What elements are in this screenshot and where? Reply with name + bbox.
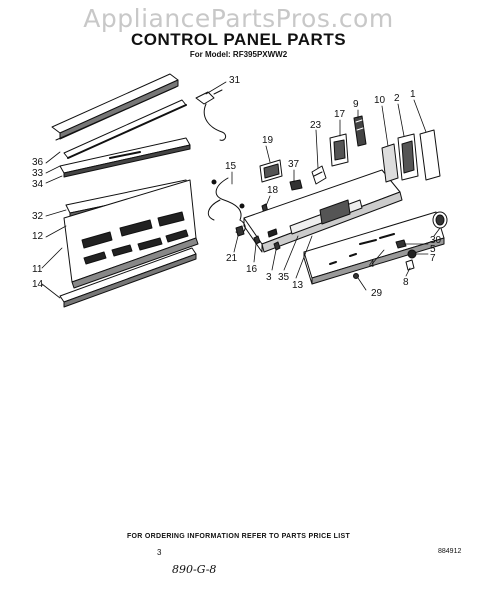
trim-strip-bottom [59,247,197,308]
callout-34: 34 [32,179,44,190]
knob-30 [432,211,448,229]
callout-8: 8 [403,277,409,288]
callout-19: 19 [262,135,274,146]
callout-4: 4 [369,259,375,270]
callout-18: 18 [267,185,279,196]
screw-29 [353,273,359,279]
wiring-15 [207,177,246,234]
callout-36: 36 [32,157,44,168]
ordering-note: FOR ORDERING INFORMATION REFER TO PARTS … [126,533,351,540]
trim-strips-top [51,73,191,178]
callout-21: 21 [226,253,238,264]
callout-37: 37 [288,159,300,170]
page-title: CONTROL PANEL PARTS [130,30,347,49]
timer-9 [353,115,367,147]
callout-3: 3 [266,272,272,283]
small-parts-5-7-8 [395,239,417,271]
control-console-housing [243,169,403,253]
callout-35: 35 [278,272,290,283]
callout-13: 13 [292,280,304,291]
model-line: For Model: RF395PXWW2 [189,50,288,59]
callout-29: 29 [371,288,383,299]
callout-14: 14 [32,279,44,290]
screws-21-16-3 [235,225,281,251]
callout-7: 7 [430,253,436,264]
callout-16: 16 [246,264,258,275]
switch-19 [259,159,283,183]
callout-5: 5 [430,244,436,255]
callout-31: 31 [229,75,241,86]
callout-2: 2 [394,93,400,104]
callout-33: 33 [32,168,44,179]
relay-17 [329,133,349,167]
callout-30: 30 [430,235,442,246]
callout-15: 15 [225,161,237,172]
front-control-panel [303,211,445,285]
back-plates [381,129,441,183]
document-code: 884912 [438,548,462,555]
callout-11: 11 [32,264,43,275]
callout-32: 32 [32,211,44,222]
wire-harness-31 [195,89,227,141]
watermark: AppliancePartsPros.com [83,4,394,33]
callout-23: 23 [310,120,322,131]
leader-lines [41,81,441,299]
control-glass-panel [63,179,199,289]
callout-17: 17 [334,109,346,120]
callout-10: 10 [374,95,386,106]
end-bracket-23 [311,165,327,185]
callout-1: 1 [410,89,416,100]
clip-37 [289,179,303,191]
callout-9: 9 [353,99,359,110]
handwritten-note: 890-G-8 [172,563,217,576]
callout-12: 12 [32,231,44,242]
page-number: 3 [157,548,162,557]
